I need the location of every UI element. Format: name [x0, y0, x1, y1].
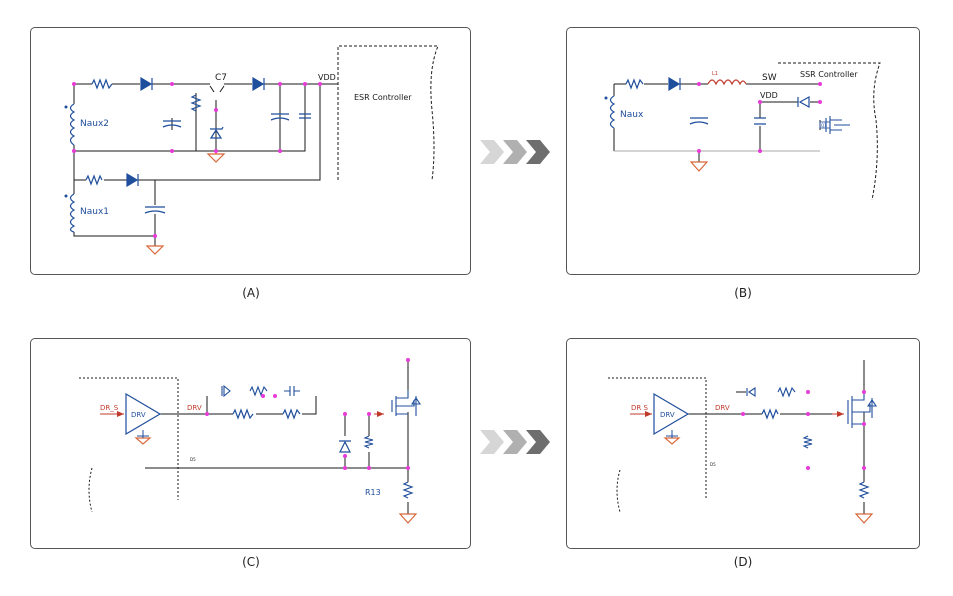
label-naux1: Naux1: [80, 207, 109, 217]
wire-a-left: [73, 84, 155, 237]
resistor-icon: [232, 408, 254, 420]
resistor-icon: [402, 481, 414, 499]
label-naux2: Naux2: [80, 119, 109, 129]
ground-icon: [398, 513, 418, 524]
controller-box-c: [79, 377, 179, 513]
capacitor-icon: [144, 206, 166, 214]
ground-icon-mid: [137, 430, 149, 438]
caption-c: (C): [242, 555, 260, 569]
resistor-icon: [761, 408, 779, 420]
label-drs-d: DR S: [631, 404, 648, 412]
label-vdd-b: VDD: [760, 91, 778, 100]
schematic-c: [142, 360, 409, 514]
diode-icon: [252, 76, 265, 92]
capacitor-icon: [754, 117, 766, 125]
zener-icon: [209, 126, 224, 139]
chevron-icon: [526, 140, 550, 164]
label-r13: R13: [365, 488, 381, 497]
label-inductor-b: L1: [712, 71, 718, 77]
resistor-icon: [91, 78, 113, 90]
diode-icon: [140, 76, 153, 92]
zener-icon: [339, 440, 351, 453]
label-drv-net-c: DRV: [187, 404, 202, 412]
label-vdd-a: VDD: [318, 73, 336, 82]
resistor-icon: [777, 386, 796, 398]
nodes-c: [205, 358, 410, 470]
diode-icon: [668, 76, 681, 92]
resistor-icon: [858, 481, 870, 499]
nodes-b: [697, 82, 822, 153]
label-drv-net-d: DRV: [715, 404, 730, 412]
mosfet-icon: [391, 390, 422, 416]
diode-icon: [797, 95, 810, 109]
resistor-icon: [363, 435, 374, 449]
chevron-arrows-top-icon: [480, 140, 550, 164]
label-drv-block-c: DRV: [131, 411, 146, 419]
ground-icon: [134, 437, 152, 445]
ground-icon: [145, 245, 165, 255]
resistor-icon: [625, 78, 644, 90]
label-ctrl-mark-d: D5: [710, 462, 716, 467]
diode-icon: [746, 386, 756, 398]
label-c7: C7: [215, 73, 227, 83]
resistor-icon: [249, 385, 268, 397]
mosfet-icon: [847, 392, 878, 428]
capacitor-icon: [299, 113, 311, 119]
inductor-naux1-icon: [69, 193, 76, 233]
chevron-icon: [503, 140, 527, 164]
caption-a: (A): [242, 286, 260, 300]
capacitor-icon: [162, 120, 182, 128]
wire-a-mid2: [74, 84, 321, 181]
nodes-d: [741, 390, 866, 470]
components-d: [608, 377, 878, 524]
label-sw: SW: [762, 73, 777, 83]
components-a: [64, 45, 439, 255]
diode-icon: [126, 172, 139, 188]
controller-box-b: [778, 62, 881, 201]
chevron-icon: [503, 430, 527, 454]
driver-block: [653, 392, 690, 436]
schematic-a: [73, 83, 338, 246]
capacitor-icon: [284, 386, 300, 396]
capacitor-icon: [270, 113, 290, 121]
mosfet-icon: [825, 116, 850, 134]
inductor-naux-icon: [609, 95, 616, 129]
components-c: [79, 358, 422, 524]
components-b: [604, 62, 881, 201]
controller-box-a: [337, 45, 439, 181]
label-controller-b: SSR Controller: [800, 70, 858, 79]
resistor-icon: [190, 94, 202, 112]
caption-b: (B): [734, 286, 752, 300]
capacitor-icon: [689, 117, 709, 125]
label-mosfet-b: Q1: [821, 123, 827, 128]
label-drv-block-d: DRV: [660, 411, 675, 419]
diode-icon: [221, 384, 231, 398]
ground-icon: [663, 437, 681, 445]
controller-box-d: [608, 377, 707, 513]
label-naux: Naux: [620, 110, 644, 120]
label-ctrl-mark-c: D5: [190, 457, 196, 462]
chevron-icon: [526, 430, 550, 454]
nodes-a: [72, 82, 322, 238]
wire-a-mid: [74, 84, 306, 152]
resistor-icon: [802, 435, 813, 449]
label-controller-a: ESR Controller: [354, 93, 412, 102]
ground-icon-mid: [666, 430, 678, 438]
chevron-arrows-bottom-icon: [480, 430, 550, 454]
ground-icon: [689, 161, 709, 172]
chevron-icon: [480, 430, 504, 454]
driver-block: [125, 392, 162, 436]
schematic-b: [613, 83, 821, 162]
resistor-icon: [85, 174, 103, 186]
inductor-naux2-icon: [69, 103, 76, 146]
ground-icon: [854, 513, 874, 524]
schematic-d: [671, 360, 865, 514]
label-drs-c: DR_S: [100, 404, 119, 412]
panel-c: [30, 338, 471, 549]
resistor-icon: [282, 408, 301, 420]
chevron-icon: [480, 140, 504, 164]
caption-d: (D): [733, 555, 753, 569]
inductor-icon: [707, 79, 747, 86]
